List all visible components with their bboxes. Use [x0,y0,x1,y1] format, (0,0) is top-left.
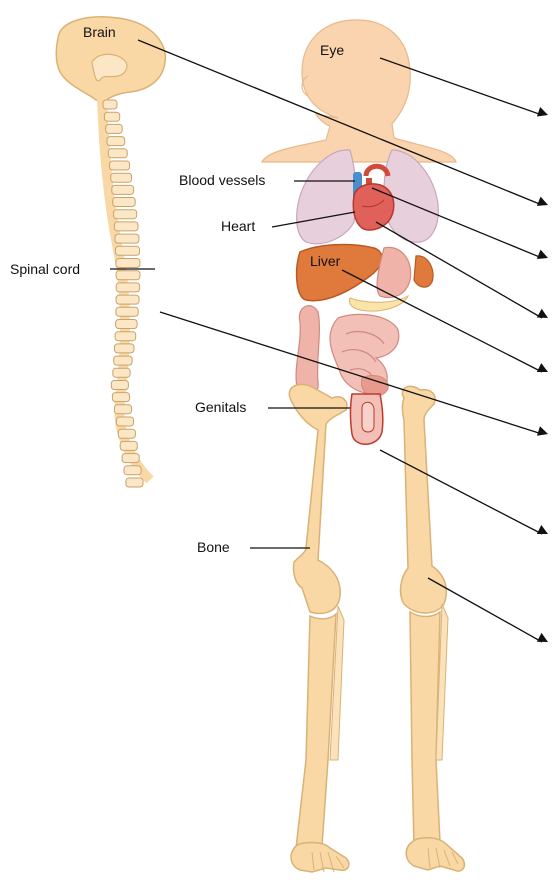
vertebra [116,246,140,255]
label-eye: Eye [320,42,344,58]
vertebra [116,320,138,329]
label-spinal-cord: Spinal cord [10,261,80,277]
vertebra [108,149,127,158]
arrowhead [537,250,548,259]
vertebra [106,124,123,133]
heart-illustration [353,184,393,230]
vertebra [116,271,140,280]
vertebra [116,283,139,292]
vertebra [116,259,140,268]
vertebra [116,307,138,316]
vertebra [114,222,138,231]
right-leg-bones [401,386,465,871]
vertebra [113,198,136,207]
vertebra [113,368,130,377]
vertebra [112,393,129,402]
arrowhead [537,197,548,206]
left-leg-bones [289,384,349,872]
vertebra [115,405,132,414]
arrowhead [537,426,548,436]
label-liver: Liver [310,253,340,269]
label-bone: Bone [197,539,230,555]
label-genitals: Genitals [195,399,246,415]
vertebra [126,478,143,487]
vertebra [107,137,125,146]
vertebra [116,417,133,426]
spinal-column-illustration [102,98,150,487]
arrowhead [537,363,548,372]
vertebra [118,429,135,438]
vertebra [120,441,137,450]
arrowhead [537,309,548,318]
label-brain: Brain [83,24,116,40]
vertebra [112,185,134,194]
arrow-line [380,450,542,534]
vertebra [116,295,139,304]
vertebra [114,356,132,365]
vertebra [110,161,130,170]
vertebra [115,234,139,243]
vertebra [122,454,139,463]
head-illustration [262,20,456,162]
vertebra [114,210,137,219]
vertebra [115,344,135,353]
label-blood-vessels: Blood vessels [179,172,265,188]
vertebra [103,100,117,109]
vertebra [115,332,136,341]
arrowhead [537,633,548,642]
vertebra [111,381,128,390]
vertebra [124,466,141,475]
arrowhead [537,107,548,116]
arrowhead [537,525,548,534]
vertebra [111,173,132,182]
genitals-illustration [351,394,383,444]
vertebra [104,112,119,121]
label-heart: Heart [221,218,255,234]
